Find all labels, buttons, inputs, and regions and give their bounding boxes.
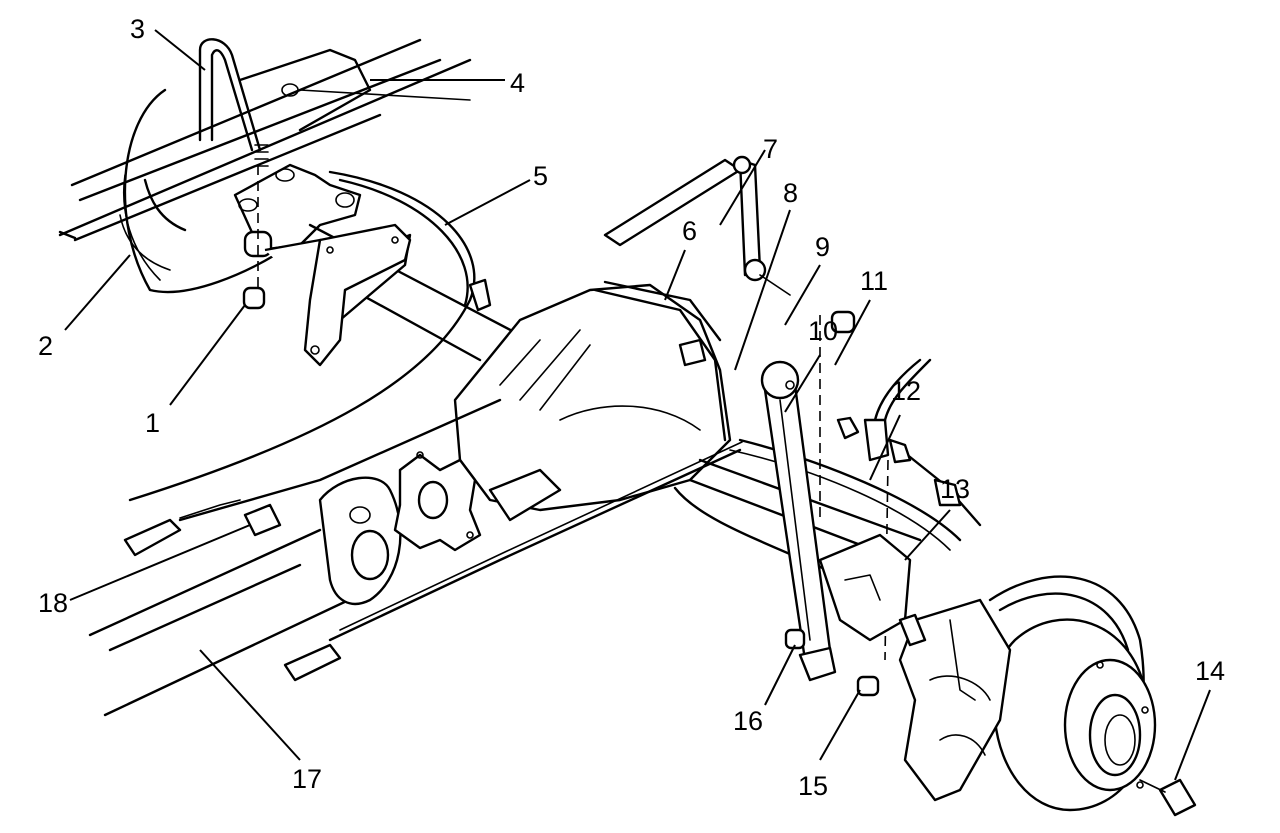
callout-12: 12 bbox=[891, 376, 921, 406]
companion-flange bbox=[393, 451, 482, 552]
lateral-link bbox=[603, 155, 791, 296]
flange-bolt bbox=[243, 503, 282, 537]
parking-cable-lower bbox=[283, 441, 743, 682]
caliper-bolt bbox=[1139, 778, 1197, 817]
leader-3 bbox=[154, 29, 206, 71]
brake-caliper bbox=[898, 598, 1012, 802]
callout-3: 3 bbox=[130, 14, 145, 44]
leader-6 bbox=[664, 249, 686, 301]
leader-18 bbox=[69, 524, 251, 601]
callout-6: 6 bbox=[682, 216, 697, 246]
parking-cable-upper bbox=[123, 398, 502, 557]
leader-lines bbox=[64, 29, 1211, 781]
u-bolt bbox=[198, 38, 269, 167]
callout-16: 16 bbox=[733, 706, 763, 736]
callout-9: 9 bbox=[815, 232, 830, 262]
leader-16 bbox=[764, 644, 796, 706]
leader-11 bbox=[834, 299, 871, 366]
brake-hose-bolt bbox=[836, 416, 860, 440]
mount-nut bbox=[856, 675, 880, 697]
shock-lower-nut bbox=[784, 628, 806, 650]
spring-bracket bbox=[303, 223, 412, 367]
leader-8 bbox=[734, 209, 791, 371]
callout-15: 15 bbox=[798, 771, 828, 801]
wheel-hub bbox=[988, 575, 1157, 812]
brake-hose bbox=[863, 358, 932, 462]
axle-tube-bracket bbox=[818, 533, 927, 647]
callout-10: 10 bbox=[808, 316, 838, 346]
leader-17 bbox=[199, 649, 301, 761]
leader-9 bbox=[784, 264, 821, 326]
leader-5 bbox=[444, 179, 531, 226]
callout-13: 13 bbox=[940, 474, 970, 504]
propeller-shaft bbox=[88, 476, 402, 717]
shock-absorber bbox=[760, 315, 837, 682]
callouts: 1 2 3 4 5 6 7 8 9 10 11 12 13 14 15 16 1… bbox=[38, 14, 1225, 801]
leader-1 bbox=[169, 304, 246, 406]
leader-13 bbox=[904, 509, 951, 561]
shock-nut bbox=[830, 310, 856, 334]
u-bolt-nut bbox=[242, 165, 273, 310]
callout-17: 17 bbox=[292, 764, 322, 794]
callout-5: 5 bbox=[533, 161, 548, 191]
leader-7 bbox=[719, 149, 766, 226]
leader-2 bbox=[64, 254, 131, 331]
leader-15 bbox=[819, 689, 861, 761]
differential-housing bbox=[453, 280, 732, 522]
callout-18: 18 bbox=[38, 588, 68, 618]
leader-10 bbox=[784, 354, 821, 413]
callout-8: 8 bbox=[783, 178, 798, 208]
callout-1: 1 bbox=[145, 408, 160, 438]
brake-pipe bbox=[128, 170, 962, 551]
callout-7: 7 bbox=[763, 134, 778, 164]
leader-12 bbox=[869, 414, 901, 481]
callout-4: 4 bbox=[510, 68, 525, 98]
left-backplate bbox=[119, 88, 277, 294]
leader-14 bbox=[1174, 689, 1211, 781]
callout-2: 2 bbox=[38, 331, 53, 361]
callout-14: 14 bbox=[1195, 656, 1225, 686]
callout-11: 11 bbox=[860, 266, 888, 296]
